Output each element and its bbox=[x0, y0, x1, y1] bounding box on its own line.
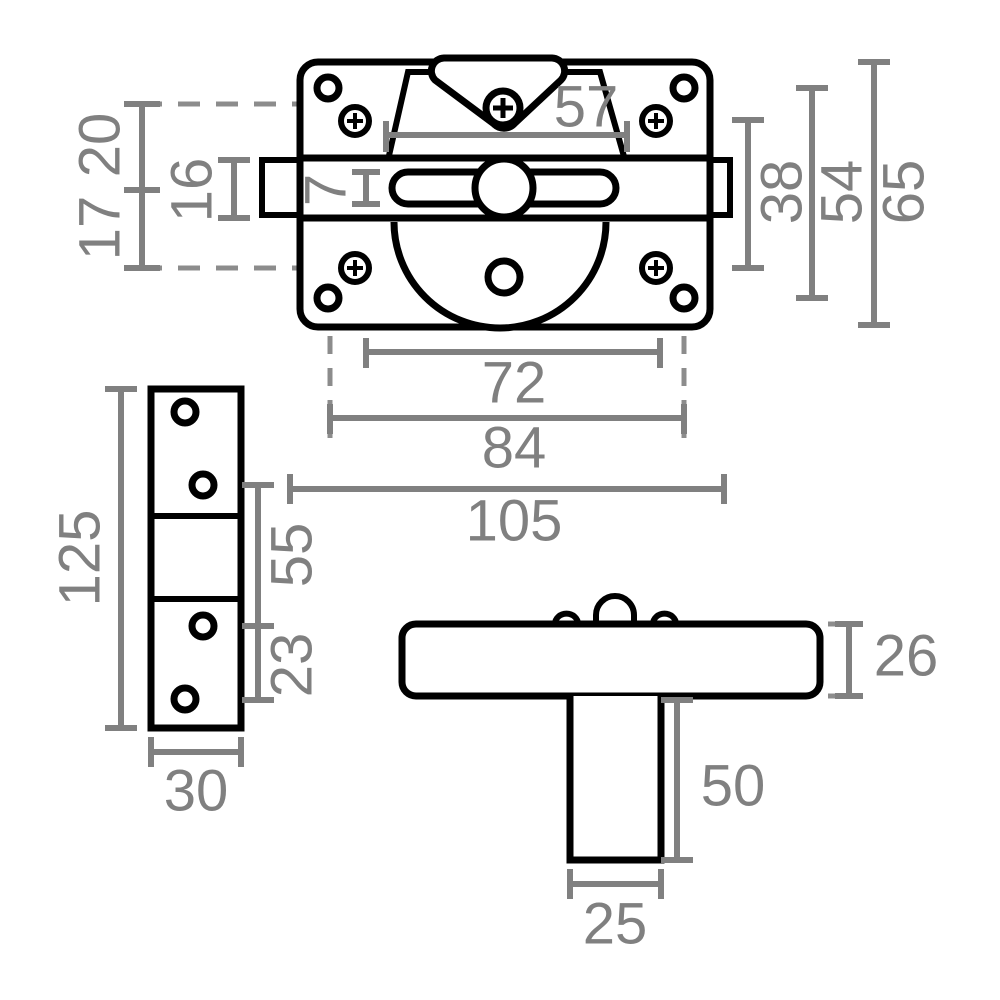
mounting-hole-bottom-left bbox=[313, 283, 343, 313]
center-axle-hole bbox=[484, 257, 524, 297]
d-55-label: 55 bbox=[259, 523, 324, 588]
d-38-label: 38 bbox=[749, 160, 814, 225]
mounting-hole-top-left bbox=[313, 73, 343, 103]
side-view-dimensions: 125 55 23 30 bbox=[47, 386, 324, 823]
d-65-label: 65 bbox=[871, 160, 936, 225]
mounting-hole-bottom-right bbox=[669, 283, 699, 313]
d-105-label: 105 bbox=[466, 488, 563, 553]
d-20-label: 20 bbox=[67, 113, 132, 178]
plate-hole-3 bbox=[188, 611, 218, 641]
d-125-label: 125 bbox=[47, 510, 112, 607]
section-view-t-handle bbox=[398, 593, 824, 864]
front-view-bottom-dimensions: 72 84 105 bbox=[287, 336, 727, 553]
plate-hole-1 bbox=[170, 397, 200, 427]
top-bump-center bbox=[593, 593, 637, 628]
d-23-label: 23 bbox=[259, 633, 324, 698]
plate-hole-2 bbox=[188, 470, 218, 500]
side-view-strike-plate bbox=[147, 385, 245, 732]
t-handle-stem bbox=[566, 696, 665, 864]
front-view-left-dimensions: 20 17 16 7 bbox=[67, 101, 380, 271]
d-50-label: 50 bbox=[701, 753, 766, 818]
d-84-label: 84 bbox=[482, 415, 547, 480]
d-7-label: 7 bbox=[293, 174, 358, 206]
d-72-label: 72 bbox=[482, 350, 547, 415]
front-view-top-dimension: 57 bbox=[383, 74, 630, 152]
t-handle-dimensions: 26 50 25 bbox=[567, 621, 939, 956]
d-16-label: 16 bbox=[159, 158, 224, 223]
front-view-right-dimensions: 38 54 65 bbox=[732, 59, 936, 328]
mounting-hole-top-right bbox=[669, 73, 699, 103]
t-handle-bar bbox=[398, 620, 824, 700]
d-25-label: 25 bbox=[583, 891, 648, 956]
d-30-label: 30 bbox=[164, 758, 229, 823]
plate-hole-4 bbox=[170, 684, 200, 714]
d-54-label: 54 bbox=[809, 160, 874, 225]
strike-plate-outline bbox=[147, 385, 245, 732]
d-17-label: 17 bbox=[67, 196, 132, 261]
d-57-label: 57 bbox=[554, 74, 619, 139]
d-26-label: 26 bbox=[874, 623, 939, 688]
center-knob bbox=[471, 155, 537, 221]
front-view-lock-body bbox=[140, 54, 733, 332]
